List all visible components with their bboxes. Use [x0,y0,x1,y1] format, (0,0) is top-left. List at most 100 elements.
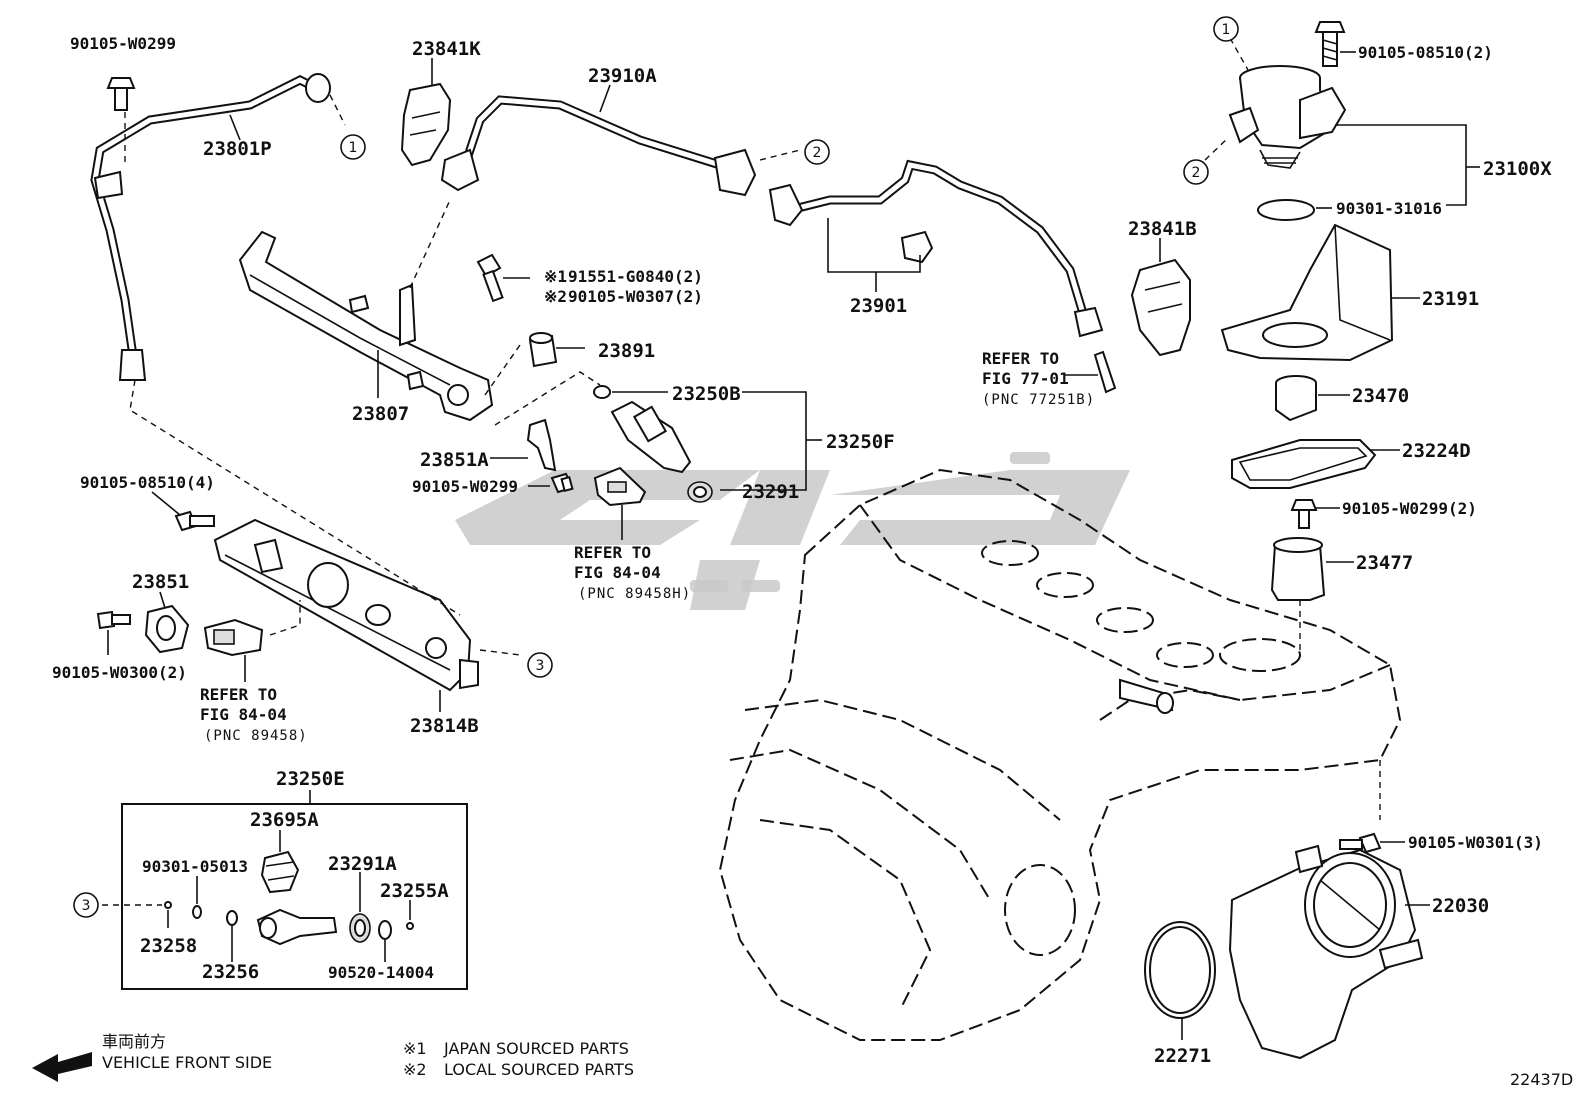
sensor-89458H [593,466,647,507]
refer-77-line2: FIG 77-01 [982,369,1069,388]
engine-nipple [1119,678,1174,714]
bolt-90105-08510-4 [174,510,215,532]
label-90301-31016: 90301-31016 [1336,199,1442,218]
part-23255A [406,922,414,930]
bolt-90105-W0299-mid [550,472,574,494]
vehicle-front-arrow-icon [32,1052,92,1082]
direction-english: VEHICLE FRONT SIDE [102,1053,272,1072]
svg-text:2: 2 [1192,165,1201,181]
refer-77-line1: REFER TO [982,349,1059,368]
part-23258 [164,901,172,909]
label-22030: 22030 [1432,895,1489,917]
leader-callout-1-right [1229,37,1249,71]
label-23191: 23191 [1422,288,1479,310]
label-23814B: 23814B [410,715,479,737]
leader-dash-23807 [409,199,451,289]
part-23814B-delivery-pipe [213,518,479,692]
label-23470: 23470 [1352,385,1409,407]
svg-text:3: 3 [536,658,545,674]
label-23891: 23891 [598,340,655,362]
leader-23801P [229,114,241,141]
watermark-logo [455,452,1130,610]
part-injector-kit [256,908,338,946]
label-23255A: 23255A [380,880,449,902]
legend-mark-1: ※1 [403,1039,427,1058]
leader-23910A [599,84,611,113]
bolt-90105-08510-2 [1314,21,1346,67]
part-23910A-hose [440,95,757,197]
label-23477: 23477 [1356,552,1413,574]
label-23807: 23807 [352,403,409,425]
direction-japanese: 車両前方 [102,1032,166,1051]
part-23256 [226,910,238,926]
leader-dash-89458 [269,600,301,636]
engine-outline [718,468,1402,1041]
label-90105-W0299-mid: 90105-W0299 [412,477,518,496]
svg-text:1: 1 [349,140,358,156]
label-23695A: 23695A [250,809,319,831]
refer-84a-line1: REFER TO [574,543,651,562]
bracket-23250F [720,391,807,491]
label-23901: 23901 [850,295,907,317]
leader-90105-08510-4 [151,491,181,516]
callout-circle-3-rail: 3 [527,652,553,678]
part-23477-housing [1270,537,1326,601]
legend-text-1: JAPAN SOURCED PARTS [443,1039,629,1058]
label-91551-G0840: 91551-G0840(2) [568,267,703,286]
part-23841K-clamp [400,82,452,167]
part-90520-14004-oring [378,920,392,940]
refer-77-line3: (PNC 77251B) [982,392,1095,408]
refer-84b-line3: (PNC 89458) [204,728,308,744]
label-90105-W0299-2: 90105-W0299(2) [1342,499,1477,518]
label-23250F: 23250F [826,431,895,453]
callout-circle-2-mid: 2 [804,139,830,165]
label-23291: 23291 [742,481,799,503]
label-90520-14004: 90520-14004 [328,963,434,982]
refer-84a-line3: (PNC 89458H) [578,586,691,602]
part-23891-spacer [528,332,558,368]
bracket-23901 [827,218,921,273]
part-22030-throttle-body [1228,844,1424,1060]
refer-84b-line2: FIG 84-04 [200,705,287,724]
label-23256: 23256 [202,961,259,983]
part-23841B-clamp [1130,258,1191,357]
part-23801P-fuel-tube [90,73,331,381]
part-23807-delivery-pipe [238,230,494,422]
callout-circle-2-right: 2 [1183,159,1209,185]
label-23291A: 23291A [328,853,397,875]
part-23191-bracket [1220,223,1394,362]
part-23470-lifter [1275,375,1317,422]
part-23224D-gasket [1231,439,1377,489]
leader-dash-23250B [494,371,601,426]
label-23100X: 23100X [1483,158,1552,180]
part-23851-insulator [144,604,190,654]
callout-circle-1-right: 1 [1213,16,1239,42]
callout-circle-3-kit: 3 [73,892,99,918]
label-90105-W0301-3: 90105-W0301(3) [1408,833,1543,852]
kit-box-23250E [121,803,468,990]
label-90301-05013: 90301-05013 [142,857,248,876]
pipe-77-01 [1093,350,1117,394]
svg-text:1: 1 [1222,22,1231,38]
label-23841K: 23841K [412,38,481,60]
legend-mark-2: ※2 [403,1060,427,1079]
label-23258: 23258 [140,935,197,957]
part-23851A-plate [526,418,557,472]
diagram-code: 22437D [1510,1070,1573,1089]
part-23291-seal [687,481,713,503]
label-90105-W0299-top: 90105-W0299 [70,34,176,53]
part-23100X-fuel-pump [1228,65,1347,169]
label-23250B: 23250B [672,383,741,405]
leader-callout-2-right [1204,137,1229,161]
label-22271: 22271 [1154,1045,1211,1067]
part-23695A-clip [260,850,300,894]
label-23801P: 23801P [203,138,272,160]
leader-callout-2-mid [759,149,801,161]
sensor-89458 [203,618,264,657]
label-90105-W0307: 90105-W0307(2) [568,287,703,306]
svg-text:3: 3 [82,898,91,914]
leader-dash-23814B [129,379,461,616]
callout-circle-1-left: 1 [340,134,366,160]
label-mark-2: ※2 [544,287,567,306]
